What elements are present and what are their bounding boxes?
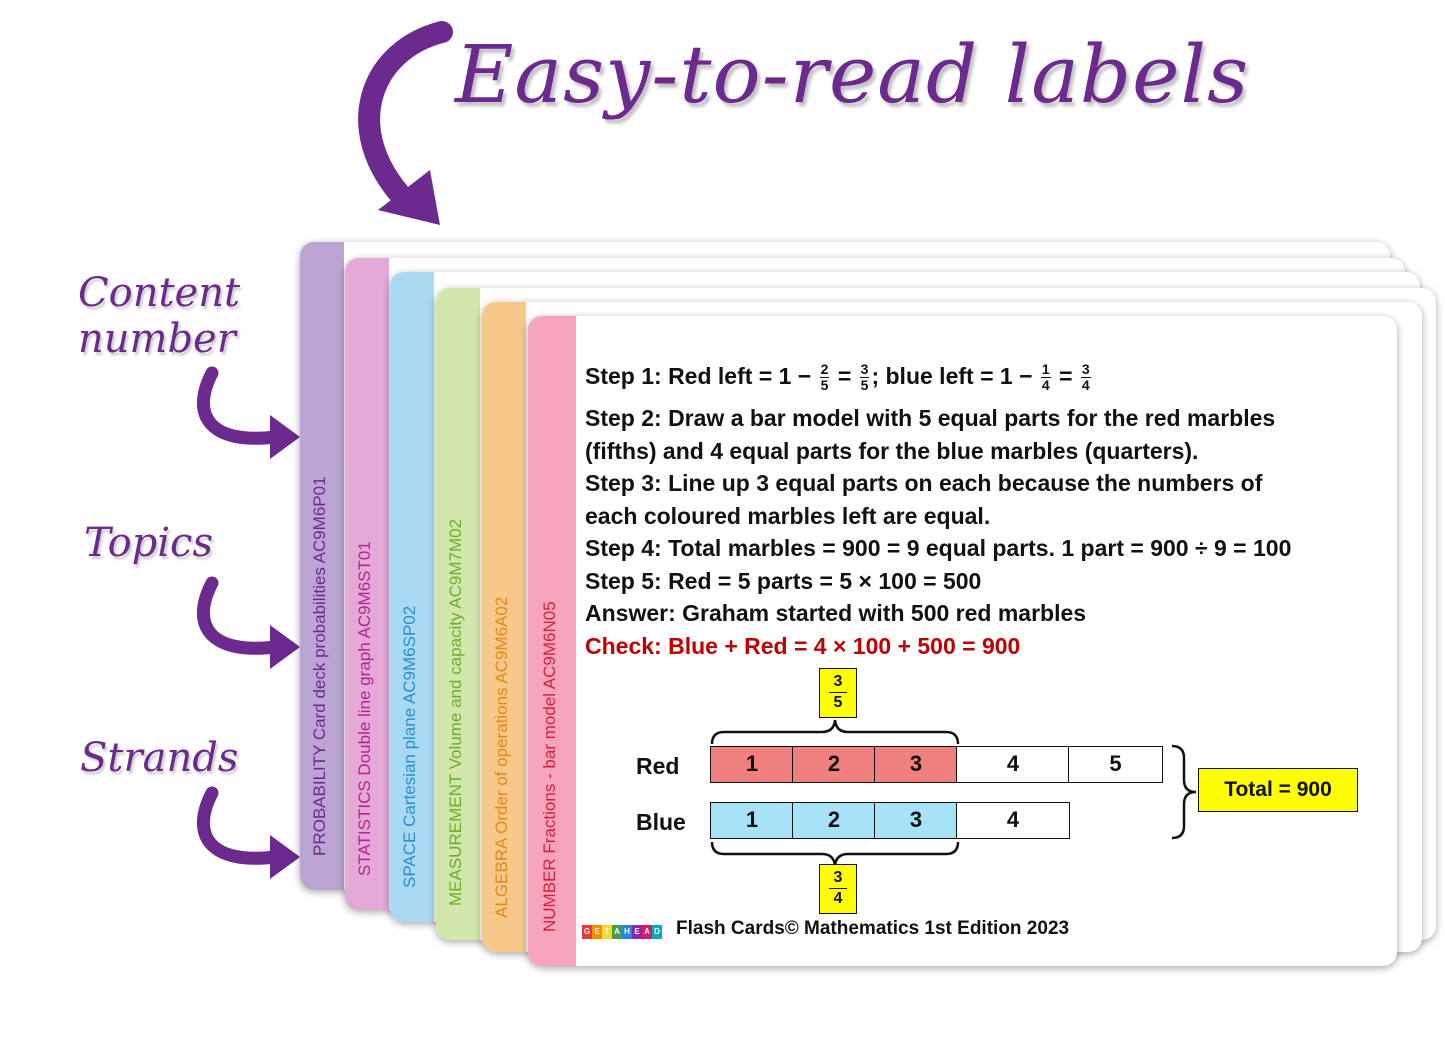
red-label: Red [636,753,680,779]
arrow-icon [197,786,300,879]
strands-label: Strands [80,735,239,781]
blue-label: Blue [636,809,686,835]
step-line: each coloured marbles left are equal. [585,502,991,529]
card-strip: MEASUREMENT Volume and capacity AC9M7M02 [436,288,480,940]
step-line: Step 3: Line up 3 equal parts on each be… [585,470,1263,496]
card-label: ALGEBRA Order of operations AC9M6A02 [492,596,511,918]
blue-part: 3 [874,802,958,839]
topics-label: Topics [84,520,213,566]
getahead-logo: G E T A H E A D [582,925,662,939]
blue-part: 4 [956,802,1070,839]
card-number-front[interactable]: NUMBER Fractions - bar model AC9M6N05 St… [528,316,1397,966]
arrow-icon [197,366,300,459]
card-strip: SPACE Cartesian plane AC9M6SP02 [390,272,434,922]
card-label: NUMBER Fractions - bar model AC9M6N05 [540,601,559,932]
red-part: 4 [956,746,1070,783]
answer-line: Answer: Graham started with 500 red marb… [585,600,1087,626]
card-strip: STATISTICS Double line graph AC9M6ST01 [345,258,389,910]
step-line: Step 2: Draw a bar model with 5 equal pa… [585,405,1276,431]
step-line: Step 5: Red = 5 parts = 5 × 100 = 500 [585,567,982,594]
content-number-label: Content number [78,270,241,362]
top-fraction-box: 3 5 [819,668,857,718]
card-label: SPACE Cartesian plane AC9M6SP02 [400,605,419,888]
arrow-icon [197,576,300,669]
card-label: STATISTICS Double line graph AC9M6ST01 [355,541,374,876]
headline: Easy-to-read labels [455,28,1250,121]
red-part: 1 [710,746,794,783]
blue-part: 2 [792,802,876,839]
step-line: Step 4: Total marbles = 900 = 9 equal pa… [585,535,1292,561]
card-strip: NUMBER Fractions - bar model AC9M6N05 [528,316,576,966]
card-strip: PROBABILITY Card deck probabilities AC9M… [300,242,344,890]
bottom-fraction-box: 3 4 [819,864,857,914]
step-line: (fifths) and 4 equal parts for the blue … [585,437,1199,464]
card-strip: ALGEBRA Order of operations AC9M6A02 [482,302,526,952]
blue-part: 1 [710,802,794,839]
red-part: 2 [792,746,876,783]
right-brace [1171,744,1197,840]
red-part: 3 [874,746,958,783]
check-line: Check: Blue + Red = 4 × 100 + 500 = 900 [585,632,1021,659]
solution-steps: Step 2: Draw a bar model with 5 equal pa… [585,402,1291,662]
curved-arrow-icon [358,21,453,225]
red-part: 5 [1068,746,1163,783]
card-label: MEASUREMENT Volume and capacity AC9M7M02 [446,518,465,906]
footer-text: Flash Cards© Mathematics 1st Edition 202… [676,918,1070,939]
card-label: PROBABILITY Card deck probabilities AC9M… [310,476,329,856]
total-box: Total = 900 [1198,768,1358,812]
top-brace [710,719,960,745]
